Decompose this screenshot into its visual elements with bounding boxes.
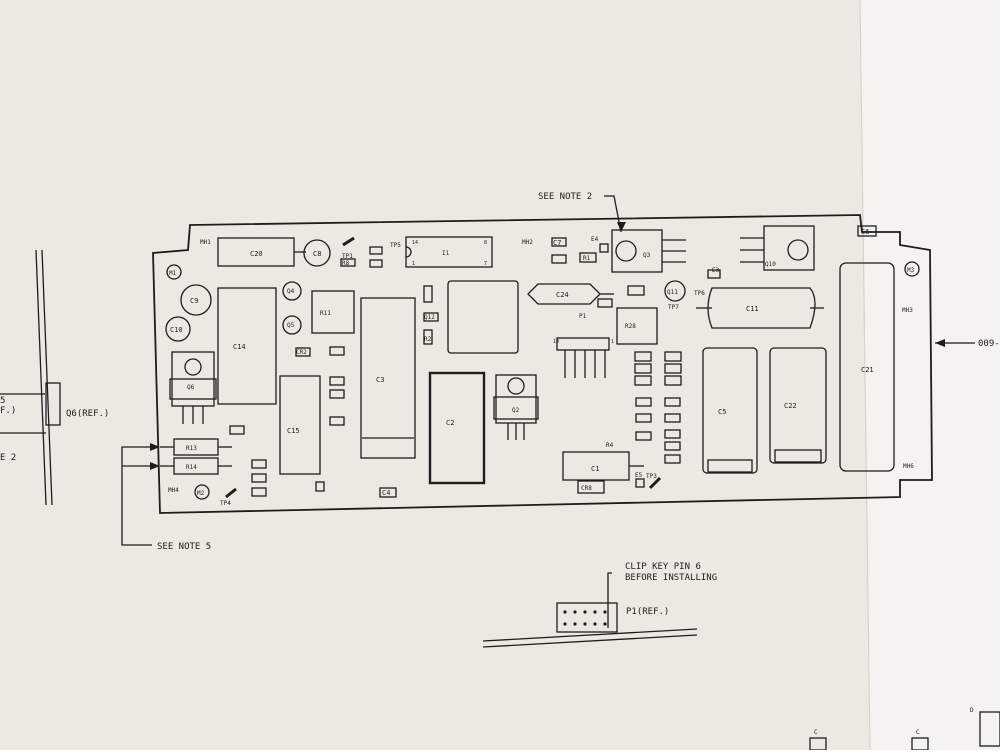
bottom-part-labels: C C D [814, 707, 974, 736]
i1-label: I1 [442, 250, 450, 257]
tp4-label: TP4 [220, 500, 231, 507]
q4-label: Q4 [287, 288, 295, 295]
c8-label: C8 [313, 250, 321, 258]
right-callout-label: 009- [978, 339, 1000, 349]
mh3-label: MH3 [902, 307, 913, 314]
p1-label: P1 [579, 313, 587, 320]
q12-label: Q12 [424, 314, 435, 321]
q2-label: Q2 [512, 407, 520, 414]
bottom-part-left-label: C [814, 729, 818, 736]
capacitor-labels: C1 C2 C3 C4 C5 C6 C7 C8 C9 C10 C11 C14 C… [170, 228, 874, 497]
c5-label: C5 [718, 408, 726, 416]
hole-m2-label: M2 [197, 490, 205, 497]
c6-label: C6 [861, 228, 869, 236]
r28-label: R28 [625, 323, 636, 330]
tp3-label: TP3 [646, 473, 657, 480]
c4-label: C4 [382, 489, 390, 497]
clip-key-note-line1: CLIP KEY PIN 6 [625, 562, 701, 572]
c11-label: C11 [746, 305, 759, 313]
i1-pin14-label: 14 [412, 240, 418, 246]
note-5-label: SEE NOTE 5 [157, 542, 211, 552]
tp5-label: TP5 [390, 242, 401, 249]
e3-label: E3 [712, 267, 720, 274]
r13-label: R13 [186, 445, 197, 452]
hole-m3-label: M3 [907, 267, 915, 274]
q11-label: Q11 [667, 289, 678, 296]
cr8-label: CR8 [581, 485, 592, 492]
r11-label: R11 [320, 310, 331, 317]
c3-label: C3 [376, 376, 384, 384]
q5-label: Q5 [287, 322, 295, 329]
tp7-label: TP7 [668, 304, 679, 311]
i1-pin7-label: 7 [484, 261, 487, 267]
p1-reference-label: P1(REF.) [626, 607, 669, 617]
c22-label: C22 [784, 402, 797, 410]
mh2-label: MH2 [522, 239, 533, 246]
clip-key-note-line2: BEFORE INSTALLING [625, 573, 717, 583]
left-fragment-label-3: E 2 [0, 453, 16, 463]
c21-label: C21 [861, 366, 874, 374]
mounting-labels: MH1 MH2 MH3 MH4 MH6 M1 M2 M3 [168, 239, 915, 497]
misc-labels: I1 14 8 1 7 P1 10 1 E3 E4 E5 CR8 CR2 [296, 236, 720, 492]
q3-label: Q3 [643, 252, 651, 259]
r4-label: R4 [606, 442, 614, 449]
q10-label: Q10 [765, 261, 776, 268]
c1-label: C1 [591, 465, 599, 473]
tp1-label: TP1 [342, 253, 353, 260]
r8-label: R8 [342, 260, 350, 267]
r14-label: R14 [186, 464, 197, 471]
resistor-labels: R1 R2 R4 R8 R11 R13 R14 R28 [186, 255, 636, 471]
p1-pin1-label: 1 [611, 339, 614, 345]
c9-label: C9 [190, 297, 198, 305]
r1-label: R1 [583, 255, 591, 262]
e4-label: E4 [591, 236, 599, 243]
c7-label: C7 [553, 239, 561, 247]
c14-label: C14 [233, 343, 246, 351]
hole-m1-label: M1 [169, 270, 177, 277]
notes-labels: SEE NOTE 2 SEE NOTE 5 CLIP KEY PIN 6 BEF… [0, 192, 1000, 617]
q6-reference-label: Q6(REF.) [66, 409, 109, 419]
board-outline [152, 214, 933, 514]
tp6-label: TP6 [694, 290, 705, 297]
note-2-label: SEE NOTE 2 [538, 192, 592, 202]
transistor-labels: Q2 Q3 Q4 Q5 Q6 Q10 Q11 Q12 [187, 252, 776, 414]
test-point-labels: TP1 TP3 TP4 TP5 TP6 TP7 [220, 242, 705, 507]
r2-label: R2 [424, 336, 432, 343]
left-fragment-label-2: F.) [0, 406, 16, 416]
e5-label: E5 [635, 472, 643, 479]
bottom-part-right-label: D [970, 707, 974, 714]
c10-label: C10 [170, 326, 183, 334]
mh6-label: MH6 [903, 463, 914, 470]
overlapping-page [860, 0, 1000, 750]
i1-pin1-label: 1 [412, 261, 415, 267]
q6-label: Q6 [187, 384, 195, 391]
bottom-part-mid-label: C [916, 729, 920, 736]
c24-label: C24 [556, 291, 569, 299]
c2-label: C2 [446, 419, 454, 427]
p1-pin10-label: 10 [553, 339, 559, 345]
c15-label: C15 [287, 427, 300, 435]
i1-pin8-label: 8 [484, 240, 487, 246]
mh4-label: MH4 [168, 487, 179, 494]
c20-label: C20 [250, 250, 263, 258]
mh1-label: MH1 [200, 239, 211, 246]
left-fragment-label-1: 5 [0, 396, 5, 406]
cr2-label: CR2 [296, 349, 307, 356]
